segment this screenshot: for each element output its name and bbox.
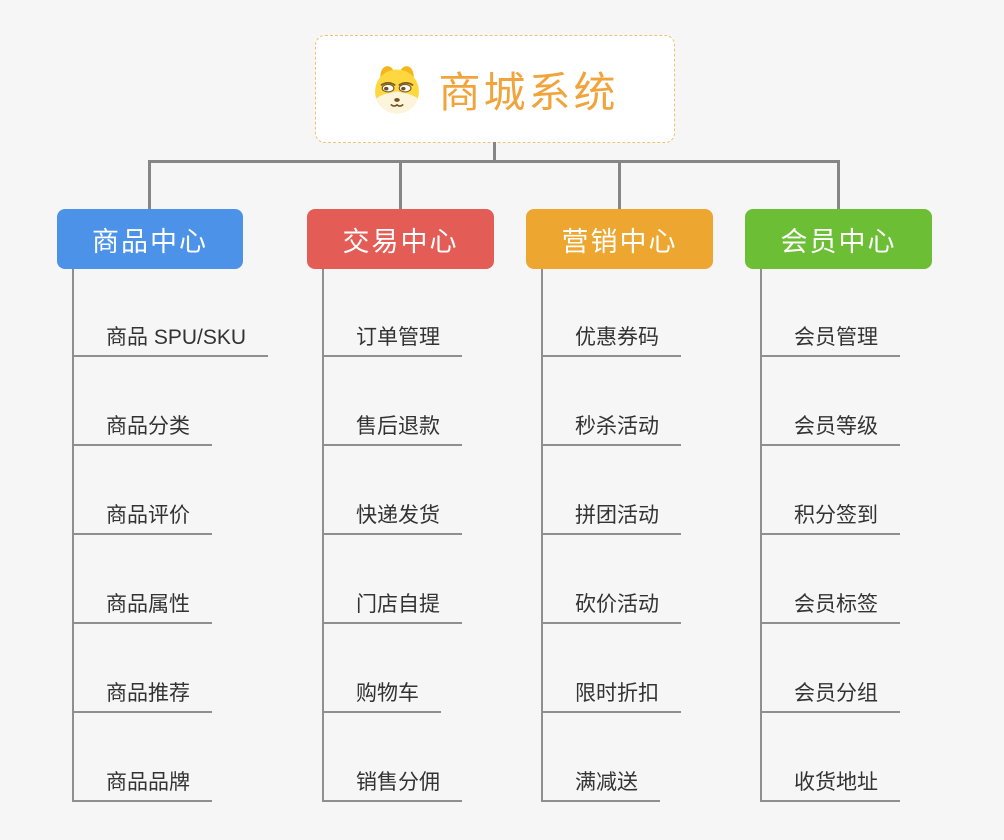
leaf-node[interactable]: 满减送 [541, 763, 660, 802]
leaf-node[interactable]: 商品属性 [72, 585, 212, 624]
leaf-node[interactable]: 商品评价 [72, 496, 212, 535]
connector-drop-line [618, 160, 621, 210]
branch-trunk-line [541, 269, 543, 802]
root-label: 商城系统 [438, 68, 619, 116]
branch-node-trade-center[interactable]: 交易中心 [307, 209, 494, 269]
doge-icon [375, 66, 420, 114]
leaf-node[interactable]: 商品推荐 [72, 674, 212, 713]
leaf-node[interactable]: 售后退款 [322, 407, 462, 446]
leaf-node[interactable]: 购物车 [322, 674, 441, 713]
leaf-node[interactable]: 收货地址 [760, 763, 900, 802]
leaf-node[interactable]: 优惠券码 [541, 318, 681, 357]
leaf-node[interactable]: 秒杀活动 [541, 407, 681, 446]
leaf-node[interactable]: 销售分佣 [322, 763, 462, 802]
leaf-node[interactable]: 商品品牌 [72, 763, 212, 802]
leaf-node[interactable]: 砍价活动 [541, 585, 681, 624]
branch-node-member-center[interactable]: 会员中心 [745, 209, 932, 269]
leaf-node[interactable]: 会员标签 [760, 585, 900, 624]
leaf-node[interactable]: 商品分类 [72, 407, 212, 446]
leaf-node[interactable]: 积分签到 [760, 496, 900, 535]
leaf-node[interactable]: 商品 SPU/SKU [72, 318, 269, 357]
connector-drop-line [148, 160, 151, 210]
branch-trunk-line [760, 269, 762, 802]
leaf-node[interactable]: 拼团活动 [541, 496, 681, 535]
leaf-node[interactable]: 会员分组 [760, 674, 900, 713]
connector-drop-line [399, 160, 402, 210]
leaf-node[interactable]: 会员管理 [760, 318, 900, 357]
leaf-node[interactable]: 快递发货 [322, 496, 462, 535]
branch-node-product-center[interactable]: 商品中心 [57, 209, 243, 269]
leaf-node[interactable]: 门店自提 [322, 585, 462, 624]
connector-bus-line [148, 160, 840, 163]
branch-node-marketing-center[interactable]: 营销中心 [526, 209, 713, 269]
connector-drop-line [837, 160, 840, 210]
leaf-node[interactable]: 订单管理 [322, 318, 462, 357]
branch-trunk-line [322, 269, 324, 802]
branch-trunk-line [72, 269, 74, 802]
leaf-node[interactable]: 限时折扣 [541, 674, 681, 713]
leaf-node[interactable]: 会员等级 [760, 407, 900, 446]
root-node[interactable]: 商城系统 [315, 35, 675, 143]
connector-root-stub [493, 142, 496, 162]
